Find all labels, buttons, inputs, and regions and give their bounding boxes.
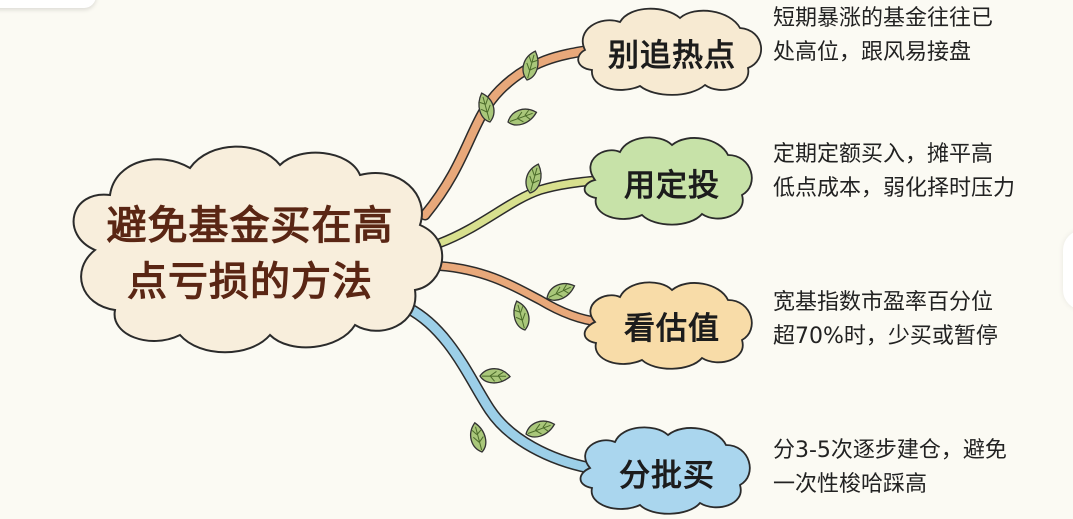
title-line-2: 点亏损的方法 [127, 258, 373, 305]
center-cloud [72, 145, 444, 354]
title-line-1: 避免基金买在高 [106, 202, 394, 249]
branch-label-1: 别追热点 [608, 38, 736, 74]
branch-connector-2 [435, 175, 605, 248]
cloud-4 [579, 426, 751, 515]
branch-connector-1 [419, 44, 596, 221]
branch-description-2: 定期定额买入，摊平高 低点成本，弱化择时压力 [773, 142, 1016, 201]
scroll-handle-edge [1063, 230, 1073, 310]
branch-label-4: 分批买 [619, 458, 715, 494]
branch-description-4: 分3-5次逐步建仓，避免 一次性梭哈踩高 [773, 438, 1007, 497]
central-topic: 避免基金买在高 点亏损的方法 [80, 198, 420, 310]
branch-label-3: 看估值 [624, 311, 720, 347]
cloud-1 [577, 7, 763, 96]
branch-connector-3 [435, 261, 605, 327]
cloud-2 [583, 136, 753, 226]
window-tab-edge [0, 0, 96, 8]
branch-description-3: 宽基指数市盈率百分位 超70%时，少买或暂停 [773, 290, 998, 349]
branch-connector-4 [402, 302, 596, 474]
branch-description-1: 短期暴涨的基金往往已 处高位，跟风易接盘 [773, 6, 994, 65]
branch-label-2: 用定投 [624, 168, 720, 204]
cloud-3 [583, 281, 753, 370]
